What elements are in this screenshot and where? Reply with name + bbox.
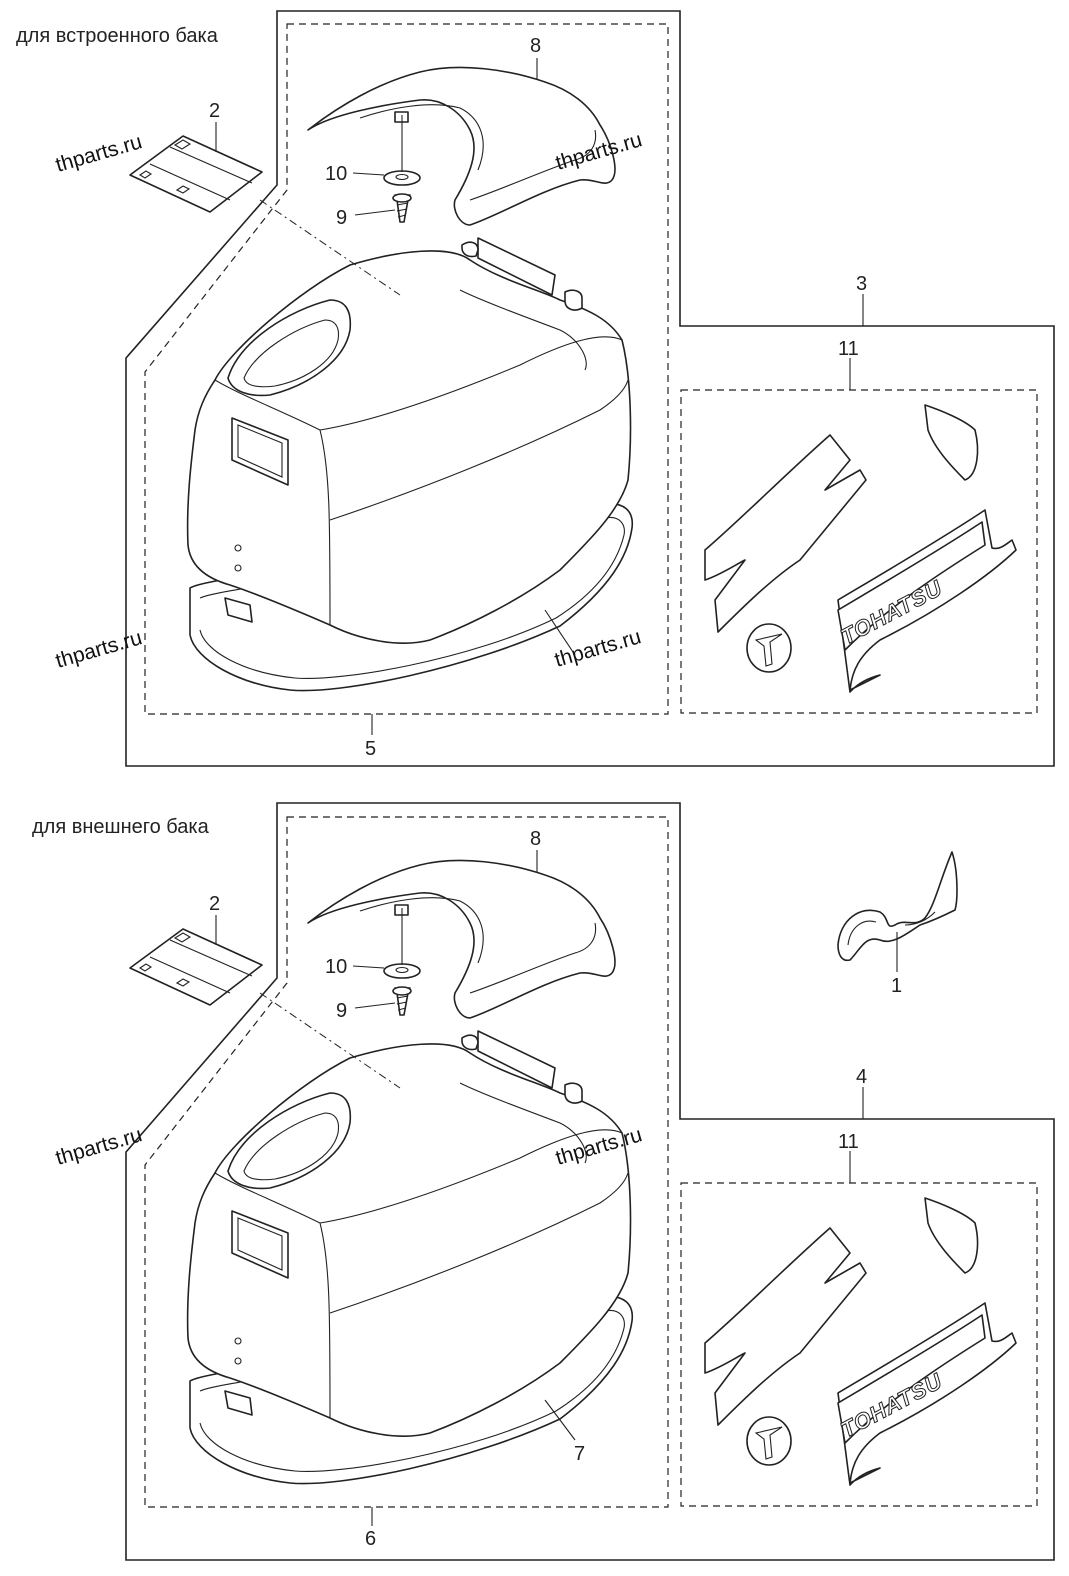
label-kit-2: 4: [856, 1066, 867, 1088]
watermark-1c: thparts.ru: [53, 626, 145, 673]
watermark-1d: thparts.ru: [552, 625, 644, 672]
kit-outline-1: [125, 10, 1055, 767]
script-emblem: [837, 851, 958, 962]
screw-washer-1: [383, 170, 421, 223]
decal-set-2: [704, 1197, 1017, 1486]
label-emblem-2: 1: [891, 975, 902, 997]
label-decal-set-2: 11: [838, 1131, 859, 1153]
label-cowl-assy-1: 5: [365, 738, 376, 760]
top-cowl-1: [186, 237, 634, 692]
watermark-1a: thparts.ru: [53, 130, 145, 177]
watermark-2a: thparts.ru: [53, 1123, 145, 1170]
label-washer-1: 10: [325, 163, 347, 185]
screw-washer-2: [383, 963, 421, 1016]
label-screw-1: 9: [336, 207, 347, 229]
label-decal-1: 2: [209, 100, 220, 122]
section1-caption: для встроенного бака: [16, 25, 219, 47]
label-top-cover-1: 8: [530, 35, 541, 57]
label-washer-2: 10: [325, 956, 347, 978]
label-decal-2: 2: [209, 893, 220, 915]
label-kit-1: 3: [856, 273, 867, 295]
cowl-assembly-outline-1: [144, 23, 669, 715]
caution-decal-2: [129, 928, 263, 1006]
top-cowl-2: [186, 1030, 634, 1485]
cowl-assembly-outline-2: [144, 816, 669, 1508]
label-screw-2: 9: [336, 1000, 347, 1022]
label-decal-set-1: 11: [838, 338, 859, 360]
decal-set-1: [704, 404, 1017, 693]
decal-set-outline-2: [680, 1182, 1038, 1507]
label-seal-2: 7: [574, 1443, 585, 1465]
section2-caption: для внешнего бака: [32, 816, 210, 838]
top-cover-2: [307, 859, 616, 1019]
top-cover-1: [307, 66, 616, 226]
label-cowl-assy-2: 6: [365, 1528, 376, 1550]
decal-set-outline-1: [680, 389, 1038, 714]
caution-decal-1: [129, 135, 263, 213]
label-top-cover-2: 8: [530, 828, 541, 850]
kit-outline-2: [125, 802, 1055, 1561]
